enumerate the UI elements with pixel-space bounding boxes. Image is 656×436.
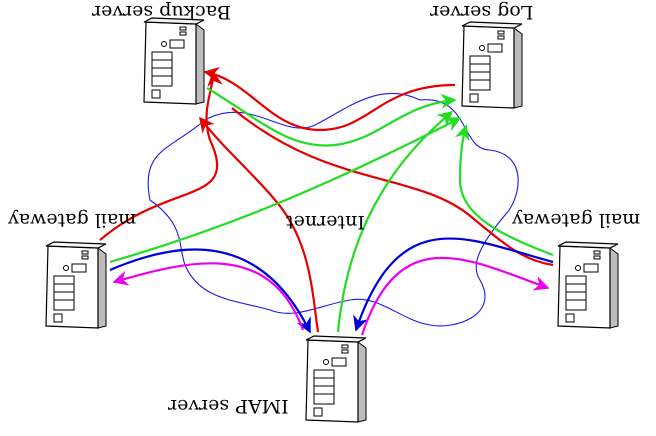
mail-gateway-left-icon bbox=[45, 241, 107, 329]
green-links bbox=[109, 87, 554, 333]
mail-gateway-right-icon bbox=[557, 241, 619, 329]
red-link-log-to-backup bbox=[203, 66, 456, 132]
blue-link-mail-right-to-imap bbox=[353, 237, 554, 332]
red-link-imap-to-backup bbox=[199, 116, 320, 333]
backup-server-icon bbox=[143, 17, 205, 105]
log-server-label: Log server bbox=[430, 1, 534, 23]
magenta-link-imap-to-mail-left bbox=[112, 262, 305, 331]
red-link-mail-left-to-backup bbox=[99, 70, 223, 241]
green-link-backup-to-log bbox=[206, 87, 457, 147]
green-link-imap-to-log bbox=[336, 111, 454, 333]
magenta-links bbox=[112, 256, 550, 336]
red-link-backup-to-mail-right bbox=[231, 107, 554, 267]
internet-label: Internet bbox=[286, 211, 365, 233]
mail-gateway-right-label: mail gateway bbox=[512, 209, 641, 231]
blue-link-mail-left-to-imap bbox=[109, 248, 311, 334]
imap-server-label: IMAP server bbox=[168, 395, 289, 417]
imap-server-icon bbox=[305, 335, 367, 423]
blue-links bbox=[109, 237, 554, 334]
magenta-link-imap-to-mail-right bbox=[360, 256, 550, 336]
internet-cloud bbox=[147, 92, 519, 327]
green-link-mail-left-to-log bbox=[109, 117, 462, 264]
green-link-mail-right-to-log bbox=[454, 124, 554, 257]
mail-gateway-left-label: mail gateway bbox=[8, 209, 137, 231]
log-server-icon bbox=[461, 21, 523, 109]
backup-server-label: Backup server bbox=[92, 1, 232, 23]
